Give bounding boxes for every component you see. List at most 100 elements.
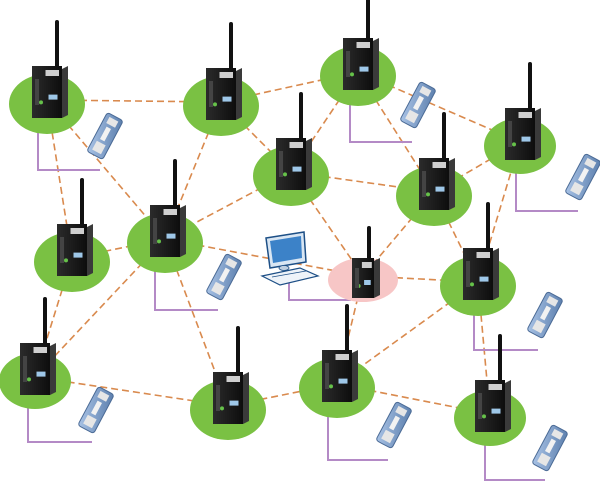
device-slot: [60, 237, 64, 263]
module-label: [578, 167, 589, 183]
device-label: [226, 376, 240, 382]
device-port: [435, 186, 445, 192]
serial-cable: [484, 434, 545, 481]
wireless-router-icon: [419, 112, 455, 210]
device-led: [213, 102, 217, 107]
device-slot: [508, 121, 512, 147]
device-led: [39, 100, 43, 105]
device-led: [470, 282, 474, 287]
device-port: [36, 371, 46, 377]
io-module-icon: [376, 401, 412, 449]
antenna-icon: [442, 112, 446, 160]
io-module-icon: [400, 81, 436, 129]
device-slot: [478, 393, 482, 419]
device-led: [64, 258, 68, 263]
device-label: [361, 262, 372, 268]
mesh-link: [34, 238, 166, 378]
device-port: [338, 378, 348, 384]
module-terminal: [419, 85, 432, 97]
io-module-icon: [206, 253, 242, 301]
device-label: [219, 72, 233, 78]
device-label: [45, 70, 59, 76]
antenna-icon: [55, 20, 59, 68]
serial-cable: [515, 162, 578, 212]
device-label: [289, 142, 303, 148]
device-side: [535, 108, 541, 160]
module-label: [545, 438, 556, 454]
antenna-icon: [345, 304, 349, 352]
module-label: [389, 415, 400, 431]
module-terminal: [537, 452, 551, 467]
module-terminal: [97, 390, 110, 402]
device-side: [62, 66, 68, 118]
device-slot: [279, 151, 283, 177]
device-label: [432, 162, 446, 168]
module-label: [413, 95, 424, 111]
wireless-router-icon: [352, 226, 380, 298]
device-side: [87, 224, 93, 276]
device-side: [373, 38, 379, 90]
device-label: [163, 209, 177, 215]
mesh-link: [46, 99, 166, 240]
module-terminal: [395, 405, 408, 417]
io-module-icon: [87, 112, 123, 160]
antenna-icon: [80, 178, 84, 226]
module-terminal: [225, 257, 238, 269]
device-led: [329, 384, 333, 389]
monitor-stand: [278, 265, 290, 271]
serial-cable: [154, 262, 218, 311]
wireless-router-icon: [322, 304, 358, 402]
module-terminal: [106, 116, 119, 128]
device-slot: [35, 79, 39, 105]
device-led: [512, 142, 516, 147]
antenna-icon: [486, 202, 490, 250]
module-terminal: [83, 414, 97, 429]
device-slot: [466, 261, 470, 287]
mesh-link: [362, 275, 479, 283]
computer-icon: [260, 231, 320, 286]
device-label: [335, 354, 349, 360]
wireless-router-icon: [20, 297, 56, 395]
serial-cable: [37, 118, 100, 171]
wireless-router-icon: [57, 178, 93, 276]
module-terminal: [211, 281, 225, 296]
device-slot: [422, 171, 426, 197]
device-slot: [216, 385, 220, 411]
device-side: [306, 138, 312, 190]
device-port: [491, 408, 501, 414]
monitor-screen: [270, 236, 302, 263]
device-led: [27, 377, 31, 382]
module-terminal: [546, 295, 559, 307]
device-side: [505, 380, 511, 432]
device-side: [236, 68, 242, 120]
device-label: [476, 252, 490, 258]
wireless-router-icon: [505, 62, 541, 160]
device-led: [350, 72, 354, 77]
device-port: [73, 252, 83, 258]
wireless-router-icon: [206, 22, 242, 120]
serial-cable: [27, 398, 92, 443]
module-label: [540, 305, 551, 321]
module-terminal: [584, 157, 597, 169]
device-led: [283, 172, 287, 177]
device-label: [356, 42, 370, 48]
antenna-icon: [236, 326, 240, 374]
keyboard-keys: [271, 270, 307, 278]
device-slot: [346, 51, 350, 77]
device-slot: [23, 356, 27, 382]
device-side: [352, 350, 358, 402]
device-port: [521, 136, 531, 142]
device-slot: [209, 81, 213, 107]
module-label: [219, 267, 230, 283]
wireless-router-icon: [32, 20, 68, 118]
wireless-router-icon: [463, 202, 499, 300]
device-port: [48, 94, 58, 100]
module-terminal: [551, 428, 564, 440]
io-module-icon: [527, 291, 563, 339]
serial-cable: [349, 96, 412, 143]
wireless-router-icon: [475, 334, 511, 432]
device-side: [374, 258, 380, 298]
io-module-icon: [532, 424, 568, 472]
antenna-icon: [299, 92, 303, 140]
